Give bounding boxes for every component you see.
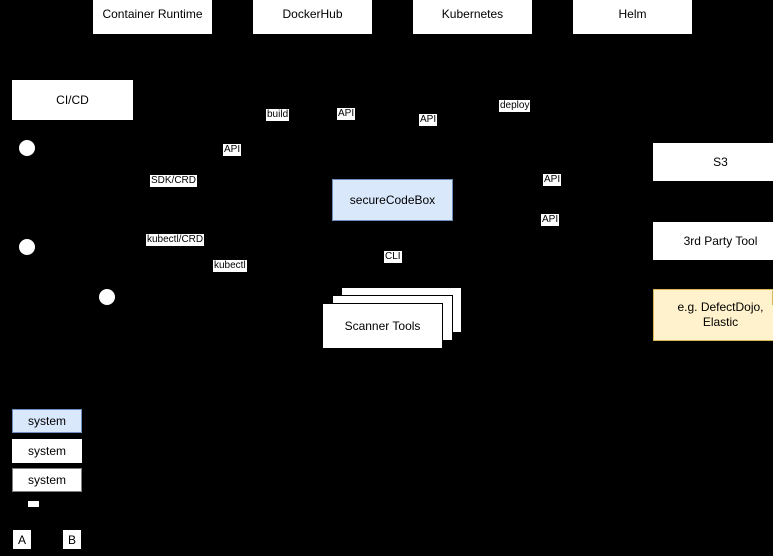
edge-label-build: build	[266, 109, 290, 121]
edge-label-api-kubernetes: API	[419, 114, 438, 126]
edge-label-deploy: deploy	[499, 100, 531, 112]
legend-tag-a: A	[13, 530, 31, 549]
node-kubernetes-label: Kubernetes	[441, 6, 504, 21]
note-line-1: e.g. DefectDojo,	[677, 300, 764, 314]
edge-label-cli: CLI	[384, 251, 402, 263]
legend-item-securecodebox-system: system	[12, 409, 82, 433]
edge-label-api-s3: API	[543, 174, 562, 186]
legend-item-optional-system-label: system	[27, 473, 66, 487]
node-ci-cd[interactable]: CI/CD	[12, 80, 133, 120]
note-persistence-providers[interactable]: e.g. DefectDojo, Elastic	[653, 289, 773, 341]
node-securecodebox-label: secureCodeBox	[349, 192, 436, 207]
legend-tag-a-label: A	[17, 532, 26, 547]
edge-label-api-dockerhub: API	[337, 108, 356, 120]
node-helm-label: Helm	[618, 6, 647, 21]
node-container-runtime[interactable]: Container Runtime	[93, 0, 212, 34]
edge-label-api-third-party: API	[541, 214, 560, 226]
note-line-2: Elastic	[702, 315, 739, 329]
legend-item-external-system: system	[12, 439, 82, 463]
edge-label-api-cicd: API	[223, 144, 242, 156]
legend-tag-b: B	[63, 530, 81, 549]
node-dockerhub[interactable]: DockerHub	[253, 0, 372, 34]
node-scanner-tools-label: Scanner Tools	[344, 319, 421, 333]
legend-item-optional-system: system	[12, 468, 82, 492]
node-securecodebox[interactable]: secureCodeBox	[332, 179, 453, 221]
legend-tag-b-label: B	[67, 532, 76, 547]
node-helm[interactable]: Helm	[573, 0, 692, 34]
legend-connector-dash-icon	[28, 501, 39, 507]
scanner-tools-layer-front[interactable]: Scanner Tools	[322, 303, 443, 349]
actor-head-icon-user[interactable]	[99, 289, 115, 305]
edge-label-kubectl-crd: kubectl/CRD	[146, 234, 205, 246]
legend-item-external-system-label: system	[27, 444, 66, 458]
node-scanner-tools-stack[interactable]: Scanner Tools	[322, 287, 462, 353]
node-s3-label: S3	[713, 154, 728, 169]
edge-label-sdk-crd: SDK/CRD	[150, 175, 198, 187]
node-kubernetes[interactable]: Kubernetes	[413, 0, 532, 34]
node-container-runtime-label: Container Runtime	[102, 6, 203, 21]
node-dockerhub-label: DockerHub	[282, 6, 343, 21]
actor-head-icon-developer[interactable]	[19, 140, 35, 156]
edge-label-kubectl: kubectl	[213, 260, 247, 272]
node-ci-cd-label: CI/CD	[56, 92, 89, 107]
actor-head-icon-operator[interactable]	[19, 239, 35, 255]
node-s3[interactable]: S3	[653, 143, 773, 181]
legend-item-securecodebox-system-label: system	[27, 414, 66, 428]
node-third-party-tool[interactable]: 3rd Party Tool	[653, 222, 773, 260]
node-third-party-tool-label: 3rd Party Tool	[683, 233, 758, 248]
